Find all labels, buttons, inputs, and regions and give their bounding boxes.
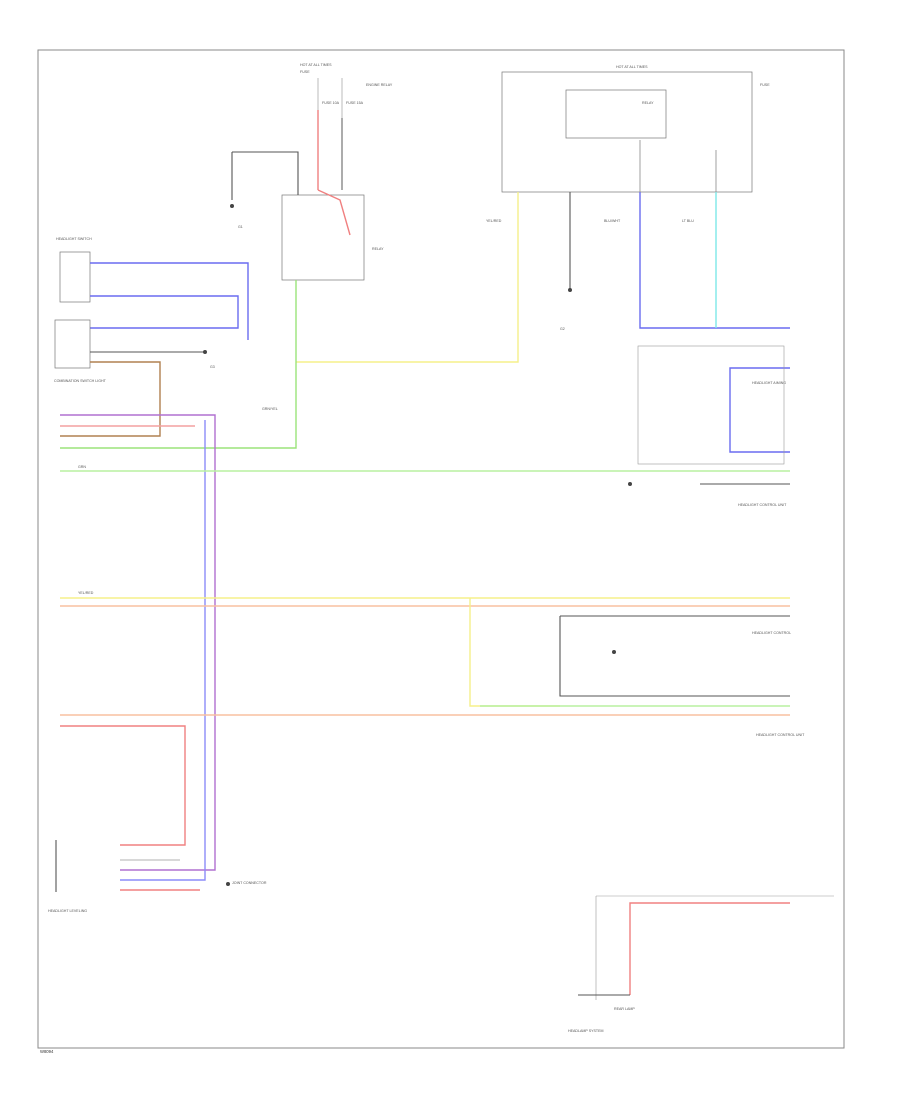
lower-right-module-label: HEADLIGHT CONTROL UNIT — [756, 733, 805, 737]
wire-label-green-long: GRN — [78, 465, 86, 469]
bottom-left-conn-label: JOINT CONNECTOR — [232, 881, 267, 885]
bottom-right-module: REAR LAMP HEADLAMP SYSTEM — [568, 895, 834, 1033]
left-switch: HEADLIGHT SWITCH — [56, 237, 249, 340]
wire-label-yellow: YEL/RED — [486, 219, 502, 223]
mid-module-label: HEADLIGHT CONTROL — [752, 631, 791, 635]
wire-label-yellow-mid: YEL/RED — [78, 591, 94, 595]
wire-yellow-main — [296, 192, 519, 363]
wire-green — [60, 280, 297, 449]
wire-red-lower — [60, 725, 186, 846]
top-fuse-block: HOT AT ALL TIMES FUSE FUSE 10A FUSE 15A … — [300, 63, 393, 190]
right-fuse-box: HOT AT ALL TIMES RELAY FUSE — [501, 65, 770, 193]
wire-blue-right — [639, 192, 790, 329]
bottom-right-note-label: HEADLAMP SYSTEM — [568, 1029, 603, 1033]
bottom-left-module-label: HEADLIGHT LEVELING — [48, 909, 87, 913]
left-switch-label: HEADLIGHT SWITCH — [56, 237, 92, 241]
wire-violet-long — [60, 414, 216, 871]
fuse-box-sub: FUSE — [300, 70, 310, 74]
relay-box: G1 RELAY — [230, 151, 384, 281]
relay-switch-label: RELAY — [372, 247, 384, 251]
wire-label-green: GRN/YEL — [262, 407, 278, 411]
ground-g2-label: G2 — [560, 327, 565, 331]
right-module-label: HEADLIGHT AIMING — [752, 381, 786, 385]
diagram-frame — [37, 49, 845, 1049]
mid-control-bracket — [559, 615, 790, 697]
wire-label-cyan: LT BLU — [682, 219, 694, 223]
ground-g3-label: G3 — [210, 365, 215, 369]
fuse-note-1: FUSE 10A — [322, 101, 340, 105]
footer-code: W8094 — [40, 1049, 54, 1054]
bottom-left-module: HEADLIGHT LEVELING JOINT CONNECTOR — [48, 840, 267, 913]
bcm-mid-label: HEADLIGHT CONTROL UNIT — [738, 503, 787, 507]
fuse-box-label-top: HOT AT ALL TIMES — [300, 63, 332, 67]
right-aiming-module: HEADLIGHT AIMING — [637, 345, 790, 465]
wire-label-blue: BLU/WHT — [604, 219, 621, 223]
wire-blue-long — [120, 420, 206, 881]
relay-right-label: RELAY — [642, 101, 654, 105]
fuse-right-note: FUSE — [760, 83, 770, 87]
left-combo-switch: COMBINATION SWITCH LIGHT G3 — [54, 319, 215, 437]
ground-g1-label: G1 — [238, 225, 243, 229]
bottom-right-module-label: REAR LAMP — [614, 1007, 635, 1011]
fuse-note-2: FUSE 15A — [346, 101, 364, 105]
combo-switch-label: COMBINATION SWITCH LIGHT — [54, 379, 107, 383]
engine-relay-label: ENGINE RELAY — [366, 83, 393, 87]
fuse-box-label-right: HOT AT ALL TIMES — [616, 65, 648, 69]
